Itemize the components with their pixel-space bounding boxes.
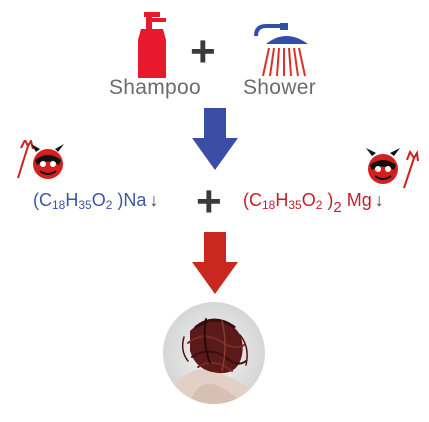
shower-label: Shower	[243, 76, 317, 99]
down-arrow-icon	[192, 108, 238, 170]
hair-clump-photo	[163, 302, 265, 404]
devil-icon	[17, 140, 64, 179]
down-arrow-symbol: ↓	[149, 190, 159, 210]
shampoo-bottle-icon	[138, 12, 166, 78]
down-arrow-icon	[192, 232, 238, 294]
devil-icon	[366, 148, 419, 189]
right-formula: (C18H35O2 )2 Mg↓	[243, 190, 384, 216]
top-plus-sign: +	[190, 27, 216, 76]
left-formula: (C18H35O2 )Na↓	[33, 190, 159, 212]
shower-head-icon	[254, 23, 308, 77]
down-arrow-symbol: ↓	[374, 190, 384, 210]
middle-plus-sign: +	[196, 177, 222, 226]
shampoo-label: Shampoo	[109, 76, 201, 99]
